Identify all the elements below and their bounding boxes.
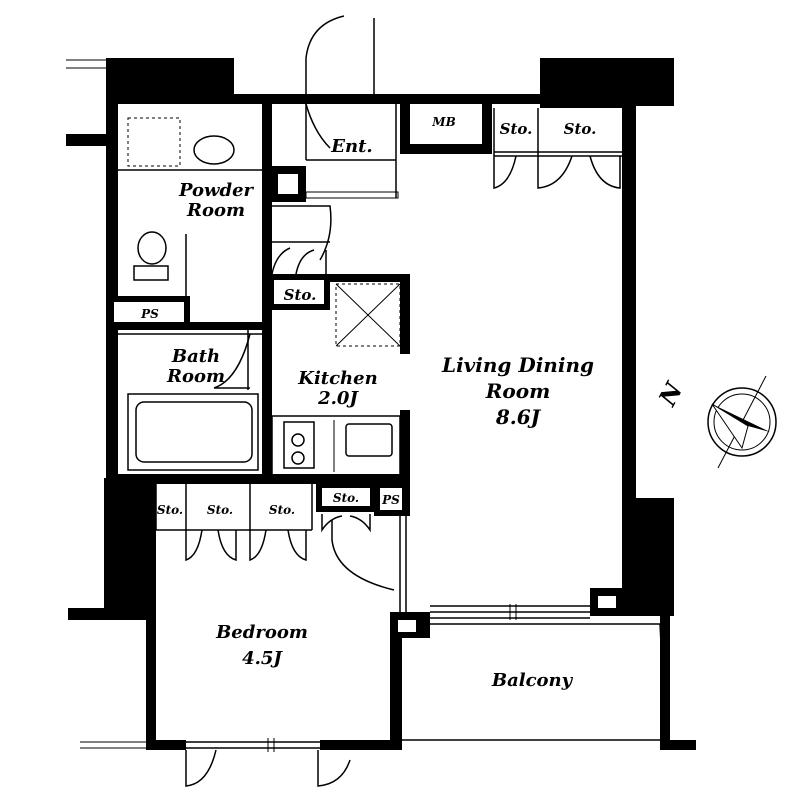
label-storage-2: Sto. bbox=[564, 120, 597, 138]
label-storage-bed-3: Sto. bbox=[269, 503, 295, 517]
label-living-dining-2: Room bbox=[485, 379, 550, 403]
label-storage-1: Sto. bbox=[500, 120, 533, 138]
label-living-size: 8.6J bbox=[495, 405, 542, 429]
walls bbox=[66, 58, 696, 750]
label-entrance: Ent. bbox=[330, 136, 372, 157]
label-storage-bed-2: Sto. bbox=[207, 503, 233, 517]
label-bath-room-2: Room bbox=[166, 366, 225, 387]
label-pipe-space-2: PS bbox=[381, 493, 400, 507]
room-labels: Ent. MB Sto. Sto. Powder Room Sto. PS Ba… bbox=[140, 115, 689, 691]
label-kitchen: Kitchen bbox=[297, 368, 377, 389]
label-storage-kitchen: Sto. bbox=[284, 286, 317, 304]
label-powder-room-2: Room bbox=[186, 200, 245, 221]
label-living-dining-1: Living Dining bbox=[441, 353, 594, 377]
label-meter-box: MB bbox=[431, 115, 455, 129]
compass-label: N bbox=[652, 377, 689, 412]
compass-icon bbox=[707, 375, 777, 469]
label-pipe-space-1: PS bbox=[140, 307, 159, 321]
label-storage-bed-4: Sto. bbox=[333, 491, 359, 505]
fixtures bbox=[66, 15, 667, 787]
label-bedroom-size: 4.5J bbox=[242, 648, 283, 669]
label-bedroom: Bedroom bbox=[215, 622, 308, 643]
label-bath-room-1: Bath bbox=[171, 346, 220, 367]
label-balcony: Balcony bbox=[491, 670, 574, 691]
label-storage-bed-1: Sto. bbox=[157, 503, 183, 517]
label-powder-room-1: Powder bbox=[178, 180, 255, 201]
label-kitchen-size: 2.0J bbox=[317, 388, 359, 409]
